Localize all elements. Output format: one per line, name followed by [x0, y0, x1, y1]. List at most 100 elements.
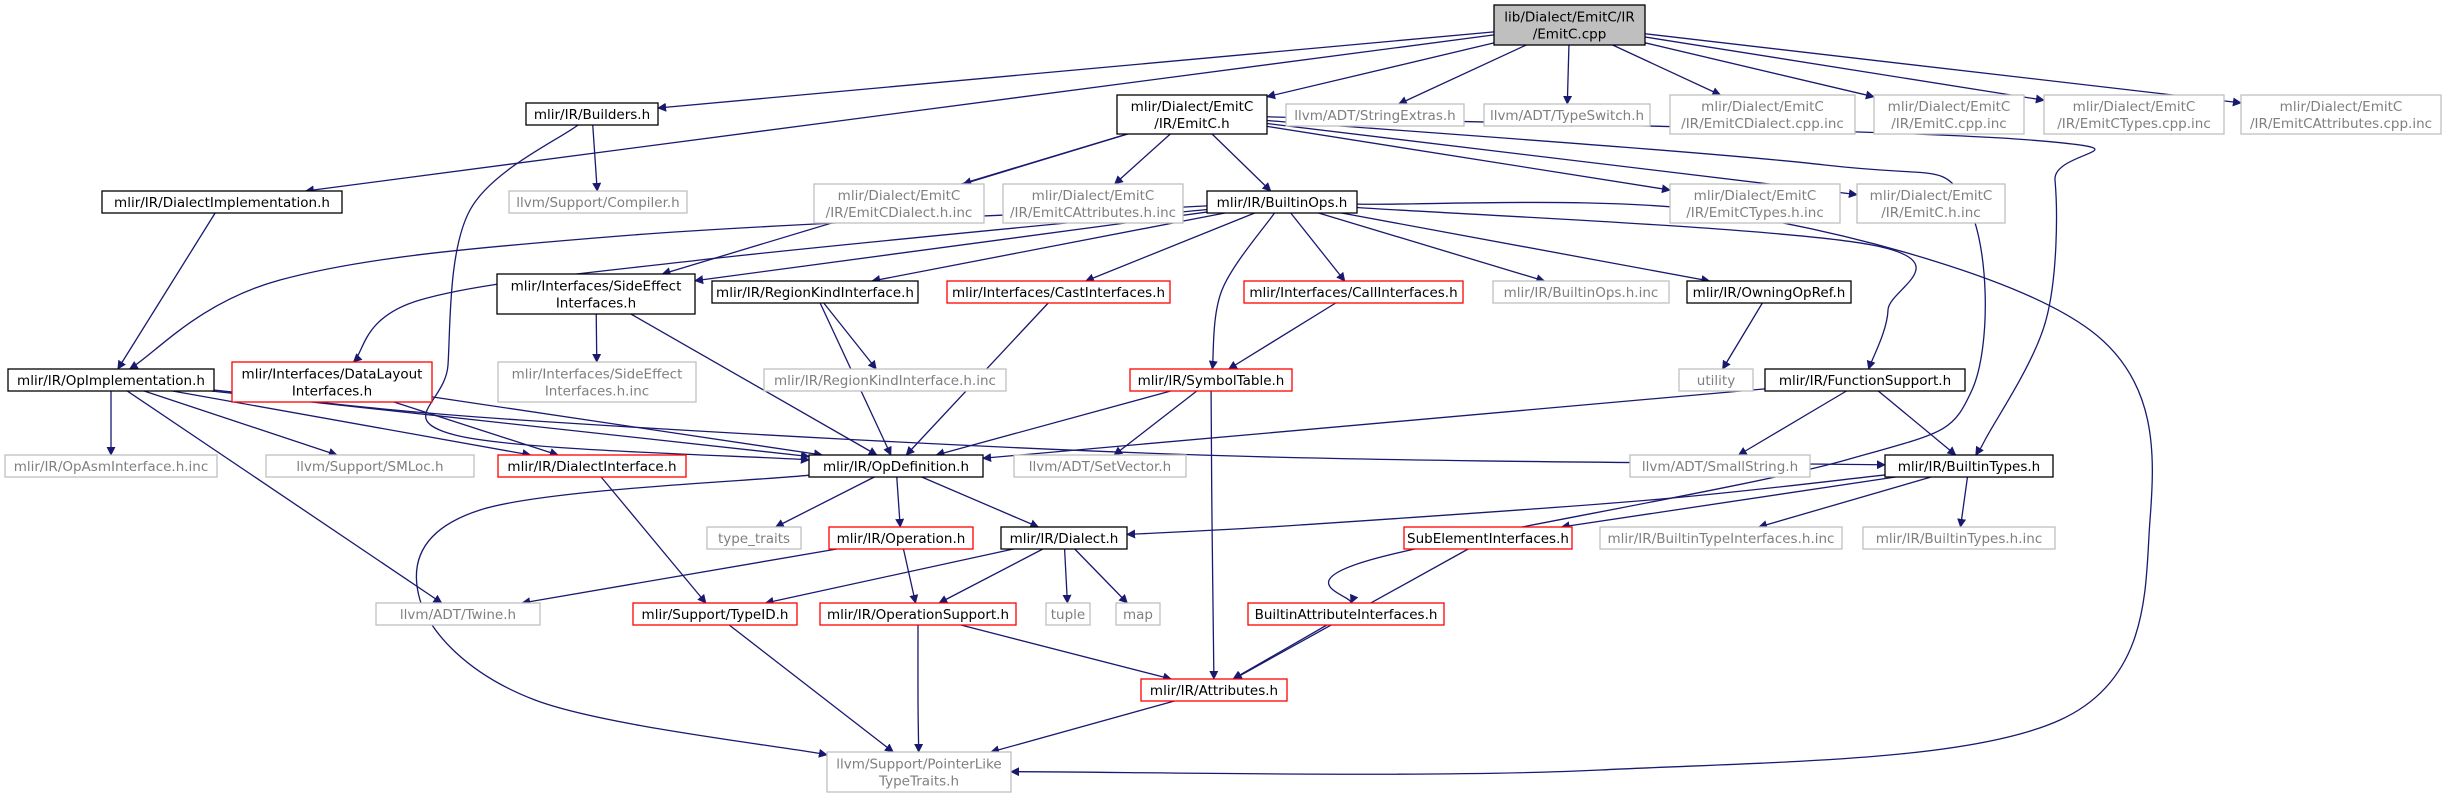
node-label: mlir/IR/OwningOpRef.h	[1693, 285, 1846, 301]
node-builtintypeinterfaces_inc: mlir/IR/BuiltinTypeInterfaces.h.inc	[1599, 526, 1843, 550]
node-builtinops_h_inc: mlir/IR/BuiltinOps.h.inc	[1492, 280, 1670, 304]
node-label: mlir/Dialect/EmitC	[2280, 99, 2403, 115]
node-label: Interfaces.h	[556, 296, 636, 312]
node-dialect_h[interactable]: mlir/IR/Dialect.h	[1000, 526, 1128, 550]
node-box	[1002, 183, 1184, 224]
node-builtinattrinterfaces[interactable]: BuiltinAttributeInterfaces.h	[1247, 602, 1445, 626]
edge-operationsupport-to-attributes	[960, 624, 1173, 682]
node-dialect_impl[interactable]: mlir/IR/DialectImplementation.h	[101, 190, 343, 214]
node-box	[1629, 454, 1811, 478]
node-label: mlir/Interfaces/DataLayout	[242, 367, 423, 383]
node-box	[1140, 678, 1288, 702]
node-label: TypeTraits.h	[878, 774, 959, 790]
edge-opdefinition-to-operation_h	[895, 476, 905, 528]
edges-layer	[106, 31, 2242, 777]
node-box	[1678, 368, 1754, 392]
node-box	[813, 183, 985, 224]
node-emitctypes_h_inc: mlir/Dialect/EmitC/IR/EmitCTypes.h.inc	[1669, 183, 1841, 224]
node-opasminterface_inc: mlir/IR/OpAsmInterface.h.inc	[4, 454, 218, 478]
node-box	[711, 280, 919, 304]
node-callinterfaces[interactable]: mlir/Interfaces/CallInterfaces.h	[1243, 280, 1464, 304]
node-emitc_h[interactable]: mlir/Dialect/EmitC/IR/EmitC.h	[1116, 94, 1268, 135]
node-label: mlir/Dialect/EmitC	[2073, 99, 2196, 115]
edge-emitc_h-to-emitcattributes_h_inc	[1114, 133, 1171, 185]
node-operationsupport[interactable]: mlir/IR/OperationSupport.h	[819, 602, 1017, 626]
node-box	[1483, 103, 1651, 127]
edge-opdefinition-to-pointerlike	[415, 474, 828, 758]
node-opimpl[interactable]: mlir/IR/OpImplementation.h	[7, 368, 215, 392]
node-label: utility	[1697, 373, 1735, 389]
edge-sideeffect-to-opdefinition	[630, 313, 878, 456]
node-functionsupport[interactable]: mlir/IR/FunctionSupport.h	[1764, 368, 1966, 392]
node-label: llvm/Support/SMLoc.h	[296, 459, 443, 475]
node-box	[828, 526, 974, 550]
edge-regionkind-to-regionkind_inc	[823, 302, 877, 370]
node-box	[496, 273, 696, 315]
node-opdefinition[interactable]: mlir/IR/OpDefinition.h	[808, 454, 984, 478]
node-box	[7, 368, 215, 392]
node-typeid[interactable]: mlir/Support/TypeID.h	[632, 602, 798, 626]
node-box	[1285, 103, 1465, 127]
node-box	[1873, 94, 2025, 135]
node-ir_builders[interactable]: mlir/IR/Builders.h	[525, 102, 659, 126]
node-box	[2043, 94, 2225, 135]
node-box	[525, 102, 659, 126]
edge-symboltable-to-setvector	[1113, 390, 1198, 456]
node-label: llvm/ADT/TypeSwitch.h	[1490, 108, 1644, 124]
edge-dialect_h-to-map	[1074, 548, 1128, 604]
node-label: BuiltinAttributeInterfaces.h	[1255, 607, 1438, 623]
node-emitctypes_cpp_inc: mlir/Dialect/EmitC/IR/EmitCTypes.cpp.inc	[2043, 94, 2225, 135]
node-label: mlir/Dialect/EmitC	[1032, 188, 1155, 204]
node-label: SubElementInterfaces.h	[1407, 531, 1569, 547]
edge-opdefinition-to-dialect_h	[921, 476, 1040, 528]
node-builtintypes_h[interactable]: mlir/IR/BuiltinTypes.h	[1884, 454, 2054, 478]
node-builtinops_h[interactable]: mlir/IR/BuiltinOps.h	[1206, 190, 1358, 214]
node-label: /IR/EmitCAttributes.h.inc	[1010, 205, 1176, 221]
nodes-layer: lib/Dialect/EmitC/IR/EmitC.cpp mlir/IR/Bu…	[4, 4, 2442, 793]
node-emitc_cpp[interactable]: lib/Dialect/EmitC/IR/EmitC.cpp	[1493, 4, 1646, 46]
node-box	[1013, 454, 1187, 478]
edge-emitc_cpp-to-emitc_h	[1266, 42, 1495, 100]
edge-ir_builders-to-support_compiler	[592, 124, 602, 192]
node-label: Interfaces.h	[292, 384, 372, 400]
node-label: llvm/ADT/Twine.h	[400, 607, 516, 623]
node-box	[1247, 602, 1445, 626]
edge-builtinops_h-to-castinterfaces	[1084, 212, 1255, 283]
node-box	[1206, 190, 1358, 214]
node-label: /IR/EmitCTypes.cpp.inc	[2057, 116, 2211, 132]
node-label: /EmitC.cpp	[1533, 27, 1607, 43]
node-owningopref[interactable]: mlir/IR/OwningOpRef.h	[1686, 280, 1852, 304]
edge-builtinops_h-to-owningopref	[1341, 212, 1711, 284]
node-label: mlir/IR/RegionKindInterface.h.inc	[774, 373, 996, 389]
edge-sideeffect-to-sideeffect_inc	[592, 313, 602, 363]
node-utility: utility	[1678, 368, 1754, 392]
edge-emitc_h-to-emitcdialect_h_inc	[962, 133, 1128, 186]
node-label: mlir/Dialect/EmitC	[1694, 188, 1817, 204]
node-castinterfaces[interactable]: mlir/Interfaces/CastInterfaces.h	[946, 280, 1171, 304]
edge-emitc_cpp-to-stringextras	[1397, 44, 1527, 105]
node-label: mlir/IR/DialectImplementation.h	[114, 195, 330, 211]
edge-builtintypes_h-to-subelement	[1560, 476, 1896, 531]
node-box	[826, 751, 1012, 793]
node-box	[808, 454, 984, 478]
node-label: mlir/IR/BuiltinTypes.h.inc	[1876, 531, 2043, 547]
node-box	[946, 280, 1171, 304]
node-label: mlir/IR/SymbolTable.h	[1138, 373, 1285, 389]
node-label: mlir/Interfaces/CallInterfaces.h	[1249, 285, 1457, 301]
node-operation_h[interactable]: mlir/IR/Operation.h	[828, 526, 974, 550]
node-label: /IR/EmitC.cpp.inc	[1891, 116, 2006, 132]
node-dialectinterface[interactable]: mlir/IR/DialectInterface.h	[497, 454, 687, 478]
node-label: mlir/IR/OpImplementation.h	[17, 373, 205, 389]
edge-emitc_cpp-to-emitcdialect_cpp_inc	[1612, 44, 1722, 96]
node-label: /IR/EmitC.h	[1154, 116, 1229, 132]
edge-operation_h-to-twine	[521, 548, 837, 607]
node-attributes[interactable]: mlir/IR/Attributes.h	[1140, 678, 1288, 702]
node-box	[1492, 280, 1670, 304]
node-subelement[interactable]: SubElementInterfaces.h	[1403, 526, 1573, 550]
node-symboltable[interactable]: mlir/IR/SymbolTable.h	[1129, 368, 1293, 392]
node-regionkind[interactable]: mlir/IR/RegionKindInterface.h	[711, 280, 919, 304]
node-box	[706, 526, 802, 550]
